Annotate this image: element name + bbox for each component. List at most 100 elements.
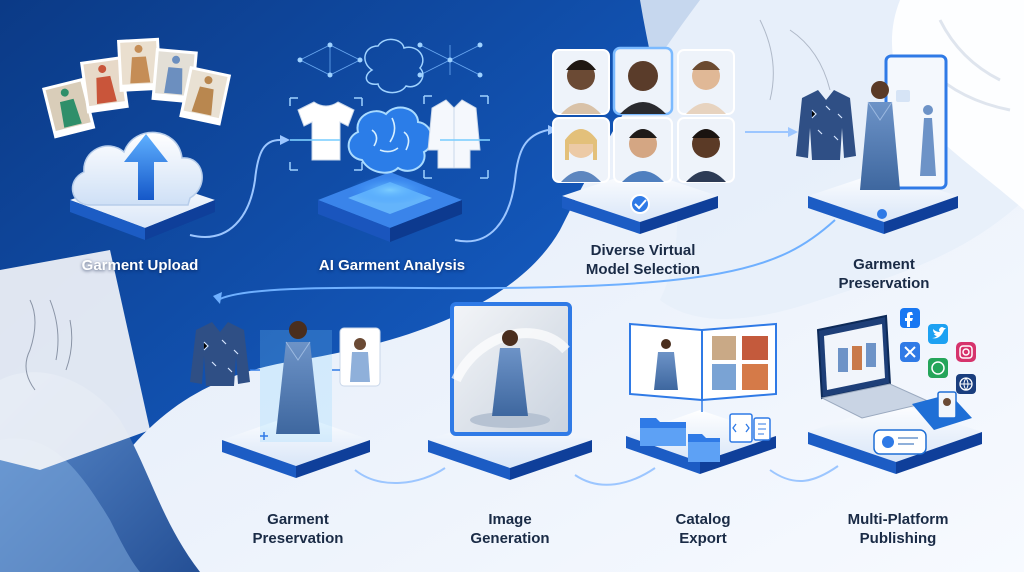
model-grid <box>552 46 735 183</box>
connector-2-3 <box>454 129 549 243</box>
model-card-4[interactable] <box>552 117 610 183</box>
label-garment-upload: Garment Upload <box>82 256 199 275</box>
model-card-5[interactable] <box>613 117 673 183</box>
platform-side-right <box>884 196 958 234</box>
model-card-6[interactable] <box>677 117 735 183</box>
fabric-fold <box>0 438 140 572</box>
brain-icon <box>347 106 433 174</box>
label-line: Model Selection <box>585 261 701 278</box>
label-garment-preservation-top: Garment Preservation <box>839 255 930 293</box>
label-line: Multi-Platform <box>847 511 949 528</box>
generated-image-frame <box>450 302 572 436</box>
label-line: Publishing <box>859 530 937 547</box>
instagram-icon[interactable] <box>956 342 976 362</box>
step-model-selection <box>552 46 735 234</box>
network-nodes <box>297 42 483 78</box>
sparkle-icon <box>260 432 268 440</box>
label-ai-garment-analysis: AI Garment Analysis <box>319 256 465 275</box>
arrowhead-1 <box>280 135 290 145</box>
fashion-sketch <box>25 299 73 391</box>
x-icon[interactable] <box>900 342 920 362</box>
whatsapp-icon[interactable] <box>928 358 948 378</box>
arrowhead-3 <box>788 127 798 137</box>
step-ai-garment-analysis <box>289 38 490 242</box>
status-dot <box>877 209 887 219</box>
platform-side-left <box>808 196 884 234</box>
platform-side-left <box>222 440 296 478</box>
folder-icon <box>640 418 686 446</box>
platform-side-right <box>896 432 982 474</box>
tshirt-icon <box>289 97 363 171</box>
top-sketch <box>759 19 831 101</box>
white-fabric <box>891 0 1024 210</box>
label-line: Catalog <box>675 511 731 528</box>
connector-1-2 <box>189 139 281 238</box>
step-garment-upload <box>41 37 232 240</box>
step-image-generation <box>428 302 592 480</box>
catalog-book <box>629 322 777 402</box>
model-card-3[interactable] <box>677 49 735 115</box>
platform-side-left <box>808 432 896 474</box>
label-line: Garment <box>853 256 915 273</box>
platform-side-right <box>640 196 718 234</box>
photo-1 <box>41 77 96 139</box>
folder-icon-2 <box>688 434 720 462</box>
analysis-platform <box>318 172 462 242</box>
label-line: Diverse Virtual <box>590 242 696 259</box>
platform-side-right <box>296 440 370 478</box>
step-multi-platform-publishing <box>808 308 982 474</box>
label-line: Preservation <box>838 275 930 292</box>
jacket-icon <box>190 322 250 386</box>
preservation-platform-bottom <box>222 414 370 478</box>
jacket-icon <box>796 90 856 160</box>
tablet-icon <box>912 391 972 430</box>
arrowhead-4 <box>213 292 222 304</box>
cloud-upload-icon <box>71 131 203 206</box>
photo-stack <box>41 37 232 139</box>
shirt-icon <box>423 95 489 179</box>
label-line: Generation <box>470 530 550 547</box>
label-image-generation: Image Generation <box>470 510 549 548</box>
laptop-icon <box>816 314 932 419</box>
brain-outline-icon <box>364 38 424 94</box>
model-in-dress <box>276 321 320 434</box>
checkmark-icon <box>630 194 650 214</box>
connector-5-6 <box>354 467 446 484</box>
platform-side-left <box>318 200 390 242</box>
step-catalog-export <box>626 322 777 474</box>
globe-icon[interactable] <box>956 374 976 394</box>
phone-icon <box>873 429 927 455</box>
model-in-dress <box>860 81 900 190</box>
connector-7-8 <box>769 465 839 483</box>
step-garment-preservation-bottom <box>190 321 381 478</box>
label-line: Export <box>679 530 727 547</box>
connector-4-5 <box>217 219 836 301</box>
photo-2 <box>80 56 129 114</box>
platform-side-right <box>390 200 462 242</box>
label-line: Garment Upload <box>81 257 199 274</box>
reference-photo <box>339 327 381 387</box>
model-card-1[interactable] <box>552 49 610 115</box>
platform-side-left <box>562 196 640 234</box>
facebook-icon[interactable] <box>900 308 920 328</box>
photo-3 <box>117 37 162 92</box>
scan-bracket <box>423 95 489 179</box>
label-line: Garment <box>267 511 329 528</box>
step-garment-preservation-top <box>796 54 958 234</box>
scan-bracket <box>289 97 363 171</box>
label-multi-platform-publishing: Multi-Platform Publishing <box>848 510 949 548</box>
platform-side-right <box>510 440 592 480</box>
label-line: Image <box>488 511 532 528</box>
twitter-icon[interactable] <box>928 324 948 344</box>
connector-6-7 <box>574 467 656 486</box>
document-icon <box>729 413 771 443</box>
label-catalog-export: Catalog Export <box>675 510 730 548</box>
photo-5 <box>179 66 232 126</box>
model-card-2[interactable] <box>612 46 674 116</box>
sketch-paper <box>0 250 150 470</box>
platform-halo <box>350 176 430 204</box>
platform-side-right <box>700 436 776 474</box>
platform-side-left <box>428 440 510 480</box>
